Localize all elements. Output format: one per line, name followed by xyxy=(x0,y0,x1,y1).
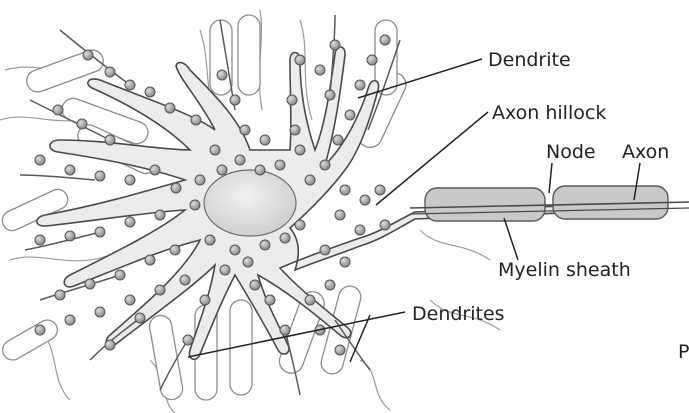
label-axon-hillock: Axon hillock xyxy=(492,102,606,124)
label-axon: Axon xyxy=(622,141,669,163)
leader-node xyxy=(549,163,552,193)
label-node: Node xyxy=(546,141,596,163)
label-dendrites: Dendrites xyxy=(412,303,505,325)
myelin-segment-1 xyxy=(425,188,545,221)
label-myelin-sheath: Myelin sheath xyxy=(498,259,631,281)
leader-myelin-sheath xyxy=(504,218,518,260)
label-dendrite: Dendrite xyxy=(488,49,571,71)
label-cropped-letter: P xyxy=(678,341,689,363)
nucleus xyxy=(204,170,296,236)
